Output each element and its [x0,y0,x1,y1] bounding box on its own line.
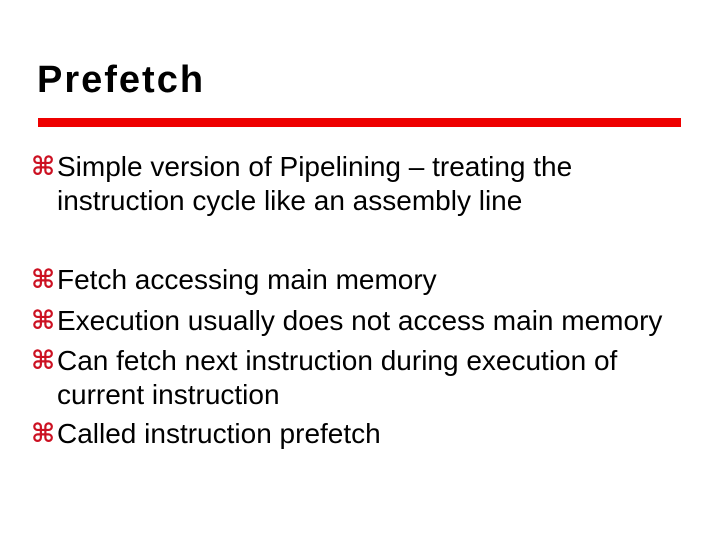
bullet-item: ⌘ Execution usually does not access main… [31,304,689,338]
bullet-item: ⌘ Simple version of Pipelining – treatin… [31,150,689,218]
bullet-item: ⌘ Fetch accessing main memory [31,263,689,297]
command-bullet-icon: ⌘ [31,346,56,376]
bullet-item: ⌘ Called instruction prefetch [31,417,689,451]
title-underline [38,118,681,127]
command-bullet-icon: ⌘ [31,152,56,182]
bullet-line: Execution usually does not access main m… [57,305,663,336]
command-bullet-icon: ⌘ [31,265,56,295]
command-bullet-icon: ⌘ [31,306,56,336]
bullet-line: Fetch accessing main memory [57,264,437,295]
command-bullet-icon: ⌘ [31,419,56,449]
bullet-line: instruction cycle like an assembly line [57,185,523,216]
bullet-item: ⌘ Can fetch next instruction during exec… [31,344,689,412]
bullet-line: Called instruction prefetch [57,418,381,449]
page-title: Prefetch [37,59,206,101]
bullet-line: current instruction [57,379,280,410]
bullet-list: ⌘ Simple version of Pipelining – treatin… [31,150,689,451]
bullet-line: Can fetch next instruction during execut… [57,345,618,376]
bullet-line: Simple version of Pipelining – treating … [57,151,573,182]
